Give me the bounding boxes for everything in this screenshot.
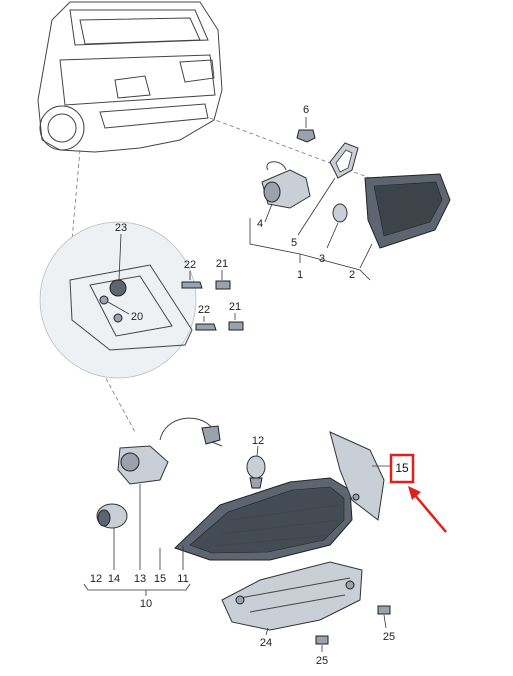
callout-21-bottom: 21 bbox=[229, 301, 241, 313]
callout-24: 24 bbox=[260, 637, 272, 649]
grommet-part-14 bbox=[96, 503, 128, 570]
upper-lamp-assembly bbox=[249, 117, 451, 281]
callout-2: 2 bbox=[349, 269, 355, 281]
bolts-21-22 bbox=[181, 270, 244, 331]
callout-4: 4 bbox=[257, 218, 263, 230]
callout-21-top: 21 bbox=[216, 258, 228, 270]
screws-part-25 bbox=[315, 605, 391, 652]
callout-20: 20 bbox=[131, 311, 143, 323]
callout-12-bottom: 12 bbox=[90, 573, 102, 585]
lower-lamp-assembly bbox=[83, 417, 392, 596]
callout-25-right: 25 bbox=[383, 631, 395, 643]
callout-15-bottom: 15 bbox=[154, 573, 166, 585]
callout-23: 23 bbox=[115, 222, 127, 234]
callout-13: 13 bbox=[134, 573, 146, 585]
highlight-annotation bbox=[389, 453, 447, 533]
callout-6: 6 bbox=[303, 104, 309, 116]
wiring-harness-part-13 bbox=[117, 417, 223, 570]
callout-11: 11 bbox=[177, 573, 188, 585]
detail-view-trunk bbox=[39, 221, 197, 379]
gasket-part-5 bbox=[329, 142, 359, 179]
seal-part-15 bbox=[159, 431, 392, 570]
callout-10: 10 bbox=[140, 598, 152, 610]
highlight-box bbox=[389, 453, 415, 484]
inner-lamp-part-2 bbox=[359, 173, 451, 269]
callout-3: 3 bbox=[319, 253, 325, 265]
tail-lamp-part-11 bbox=[174, 477, 353, 570]
callout-22-bottom: 22 bbox=[198, 304, 210, 316]
callout-15-highlighted: 15 bbox=[395, 461, 409, 475]
bulb-part-12 bbox=[246, 445, 266, 489]
bulb-holder-part-4 bbox=[261, 161, 311, 223]
callout-1: 1 bbox=[297, 269, 303, 281]
callout-22-top: 22 bbox=[184, 259, 196, 271]
highlight-arrow-head bbox=[408, 486, 421, 500]
callout-25-bottom: 25 bbox=[316, 655, 328, 667]
vehicle-rear-illustration bbox=[37, 1, 223, 153]
highlight-arrow-line bbox=[413, 493, 447, 533]
nut-part-6 bbox=[296, 117, 316, 143]
callout-12-top: 12 bbox=[252, 435, 264, 447]
bulb-part-3 bbox=[326, 203, 348, 249]
callout-5: 5 bbox=[291, 237, 297, 249]
callout-labels: 6 4 5 3 1 2 23 22 21 20 22 21 12 12 14 1… bbox=[90, 104, 409, 667]
callout-14: 14 bbox=[108, 573, 120, 585]
carrier-part-24 bbox=[221, 561, 363, 636]
